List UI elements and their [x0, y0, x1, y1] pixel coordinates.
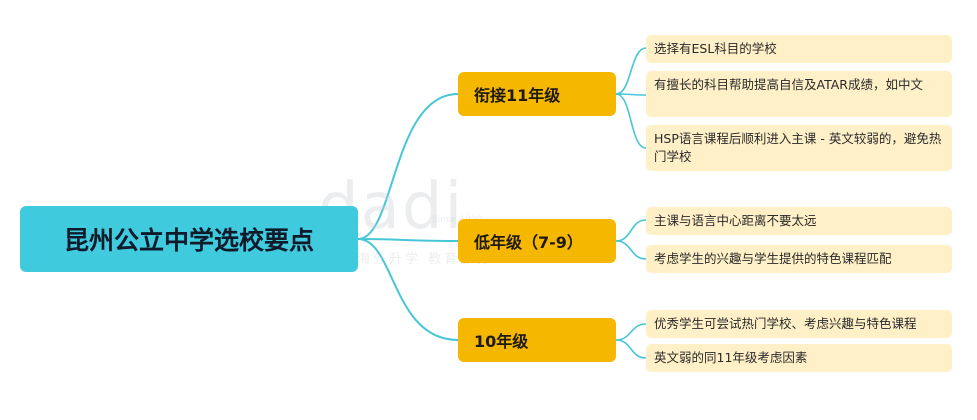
branch-grade-11-transition[interactable]: 衔接11年级 [458, 72, 616, 116]
connector-root-branch-1 [357, 93, 459, 240]
connector-branch-1-leaf-1 [615, 47, 647, 95]
connector-branch-3-leaf-2 [615, 339, 647, 359]
branch-lower-grades[interactable]: 低年级（7-9） [458, 219, 616, 263]
leaf-interest-course-match[interactable]: 考虑学生的兴趣与学生提供的特色课程匹配 [646, 245, 952, 273]
leaf-top-students-popular-schools[interactable]: 优秀学生可尝试热门学校、考虑兴趣与特色课程 [646, 310, 952, 338]
connector-root-branch-3 [357, 238, 459, 341]
leaf-hsp-language-course[interactable]: HSP语言课程后顺利进入主课 - 英文较弱的，避免热门学校 [646, 125, 952, 171]
connector-branch-1-leaf-3 [615, 93, 647, 149]
connector-branch-3-leaf-1 [615, 323, 647, 341]
leaf-weak-english-same-as-11[interactable]: 英文弱的同11年级考虑因素 [646, 344, 952, 372]
branch-grade-10[interactable]: 10年级 [458, 318, 616, 362]
leaf-strong-subjects-atar[interactable]: 有擅长的科目帮助提高自信及ATAR成绩，如中文 [646, 71, 952, 117]
connector-branch-2-leaf-2 [615, 240, 647, 260]
connector-branch-2-leaf-1 [615, 219, 647, 242]
leaf-esl-subject[interactable]: 选择有ESL科目的学校 [646, 35, 952, 63]
connector-branch-1-leaf-2 [615, 93, 647, 96]
watermark-subtitle: 大地 海外升学 教育服务 [318, 252, 493, 267]
leaf-distance-language-center[interactable]: 主课与语言中心距离不要太远 [646, 207, 952, 235]
watermark-since: Since 1999 [432, 215, 483, 225]
root-topic[interactable]: 昆州公立中学选校要点 [20, 206, 358, 272]
connector-root-branch-2 [357, 238, 459, 242]
